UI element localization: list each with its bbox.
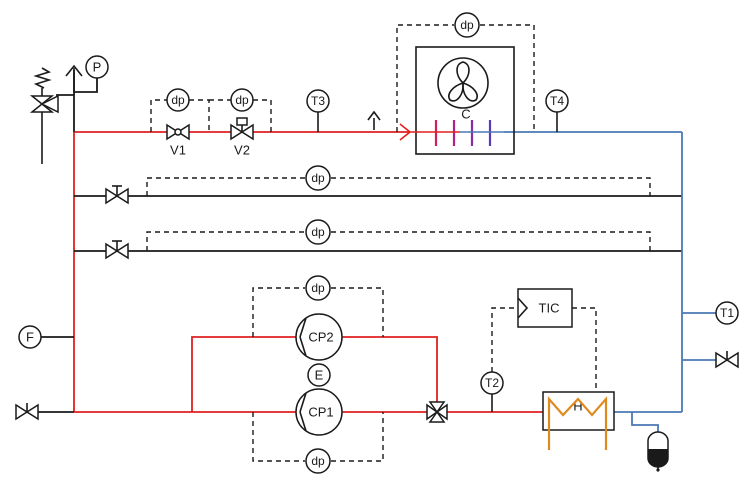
cold-pipes: [504, 131, 716, 432]
v2-label: V2: [234, 143, 250, 158]
evaporator: E: [307, 363, 331, 387]
dp-lower: dp: [146, 219, 651, 251]
branch-upper-valve[interactable]: [105, 185, 129, 205]
tic-label: TIC: [539, 301, 560, 316]
vent-arrow-icon: [65, 64, 83, 92]
red-bypass-right: [342, 336, 438, 402]
tic-controller: TIC: [491, 288, 597, 392]
condenser: dp C: [396, 12, 535, 155]
t4-label: T4: [550, 94, 564, 108]
fan-icon: [437, 57, 489, 109]
t1-label: T1: [720, 306, 734, 320]
heater-label: H: [573, 399, 582, 414]
evaporator-label: E: [315, 368, 324, 383]
temp-t3: T3: [306, 89, 330, 132]
red-bypass-left: [191, 336, 296, 412]
control-valve-icon: [230, 117, 254, 141]
condenser-label: C: [461, 107, 470, 122]
branch-lower-valve[interactable]: [105, 240, 129, 260]
gate-valve-icon: [15, 403, 39, 421]
three-way-valve[interactable]: [426, 401, 448, 423]
expansion-tank-icon: [647, 431, 669, 472]
valve-v2[interactable]: V2: [230, 117, 254, 158]
gate-valve-icon: [105, 240, 129, 260]
dp-pump-bottom-label: dp: [311, 454, 325, 468]
heater-coil-icon: [547, 396, 608, 450]
pressure-label: P: [93, 60, 102, 75]
dp-pump-top: dp: [252, 275, 384, 337]
dp-upper-label: dp: [311, 171, 325, 185]
dp-lower-label: dp: [311, 225, 325, 239]
gate-valve-icon: [715, 351, 739, 369]
cp2-label: CP2: [308, 330, 333, 345]
pressure-tap: [74, 78, 98, 93]
dp-v2-label: dp: [235, 93, 249, 107]
relief-valve-icon: [29, 67, 59, 164]
pump-cp2[interactable]: CP2: [295, 313, 343, 361]
dp-condenser-label: dp: [460, 18, 474, 32]
temp-t2: T2: [480, 371, 504, 412]
gate-valve-icon: [105, 185, 129, 205]
pump-cp1[interactable]: CP1: [295, 388, 343, 436]
dp-pump-bottom: dp: [252, 412, 384, 474]
dp-valves: dp dp: [150, 88, 272, 132]
dp-pump-top-label: dp: [311, 281, 325, 295]
three-way-valve-icon: [426, 401, 448, 423]
drain-valve-left[interactable]: [15, 403, 39, 421]
flow-indicator: F: [18, 325, 42, 349]
hot-pipes: [73, 131, 543, 413]
vent-arrow-icon: [367, 110, 381, 130]
flow-label: F: [26, 330, 34, 345]
pressure-indicator: P: [85, 55, 109, 79]
pump-icon: [295, 313, 343, 361]
t3-label: T3: [311, 94, 325, 108]
drain-valve-right[interactable]: [715, 351, 739, 369]
dp-v1-label: dp: [171, 93, 185, 107]
tank-connection: [631, 412, 659, 432]
t2-label: T2: [485, 376, 499, 390]
dp-upper: dp: [146, 165, 651, 196]
neutral-pipes: [38, 70, 682, 413]
valve-v1[interactable]: V1: [166, 123, 190, 158]
cp1-label: CP1: [308, 405, 333, 420]
gate-valve-icon: [166, 123, 190, 141]
heater: H: [542, 391, 615, 450]
pump-icon: [295, 388, 343, 436]
v1-label: V1: [170, 143, 186, 158]
temp-t4: T4: [545, 89, 569, 132]
temp-t1: T1: [715, 301, 739, 325]
